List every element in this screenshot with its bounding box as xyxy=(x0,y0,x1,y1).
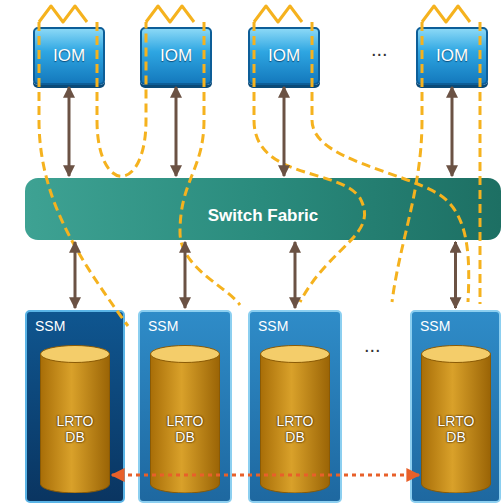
database-cylinder: LRTO DB xyxy=(421,345,491,493)
flow-line xyxy=(479,22,482,304)
cylinder-top xyxy=(261,346,330,363)
node-label: SSM xyxy=(35,318,115,334)
node-label: Switch Fabric xyxy=(208,206,319,226)
io-module-box: IOM xyxy=(33,27,105,85)
node-label: LRTO DB xyxy=(273,413,317,445)
cylinder-top xyxy=(422,346,491,363)
database-cylinder: LRTO DB xyxy=(150,345,220,493)
cylinder-top xyxy=(41,346,110,363)
node-label: IOM xyxy=(436,46,468,66)
switch-fabric-band: Switch Fabric xyxy=(25,178,501,240)
antenna-symbol xyxy=(39,6,87,22)
flow-line xyxy=(392,22,422,302)
bus-arrow xyxy=(184,242,187,308)
flow-line xyxy=(97,22,146,176)
io-module-box: IOM xyxy=(416,27,488,85)
bus-arrow xyxy=(294,242,297,308)
storage-module-box: LRTO DB SSM xyxy=(138,310,232,503)
flow-line xyxy=(254,22,365,302)
database-cylinder: LRTO DB xyxy=(260,345,330,493)
ellipsis-label: ... xyxy=(364,334,381,357)
cylinder-body xyxy=(422,354,491,493)
io-module-box: IOM xyxy=(140,27,212,85)
bus-arrow xyxy=(74,242,77,308)
antenna-symbol xyxy=(422,6,470,22)
node-label: IOM xyxy=(53,46,85,66)
sync-arrow xyxy=(112,474,419,477)
node-label: SSM xyxy=(258,318,332,334)
dashed-flow-lines xyxy=(39,22,480,326)
node-label: SSM xyxy=(148,318,222,334)
node-label: IOM xyxy=(160,46,192,66)
node-label: LRTO DB xyxy=(434,413,478,445)
cylinder-top xyxy=(151,346,220,363)
flow-line xyxy=(39,22,128,326)
database-cylinder: LRTO DB xyxy=(40,345,110,493)
bus-arrow xyxy=(454,242,457,308)
storage-module-box: LRTO DB SSM xyxy=(248,310,342,503)
antenna-symbols xyxy=(39,6,470,22)
storage-module-box: LRTO DB SSM xyxy=(25,310,125,503)
bus-arrow xyxy=(68,87,71,176)
flow-line xyxy=(312,22,469,302)
antenna-symbol xyxy=(146,6,194,22)
node-label: IOM xyxy=(268,46,300,66)
bus-arrow xyxy=(283,87,286,176)
node-label: LRTO DB xyxy=(53,413,97,445)
io-module-box: IOM xyxy=(248,27,320,85)
node-label: LRTO DB xyxy=(163,413,207,445)
storage-module-box: LRTO DB SSM xyxy=(410,310,501,503)
antenna-symbol xyxy=(254,6,302,22)
cylinder-body xyxy=(41,354,110,493)
cylinder-body xyxy=(261,354,330,493)
bus-arrow xyxy=(451,87,454,176)
cylinder-body xyxy=(151,354,220,493)
flow-line xyxy=(180,22,240,305)
ellipsis-label: ... xyxy=(371,38,388,61)
bus-arrow xyxy=(175,87,178,176)
node-label: SSM xyxy=(420,318,491,334)
